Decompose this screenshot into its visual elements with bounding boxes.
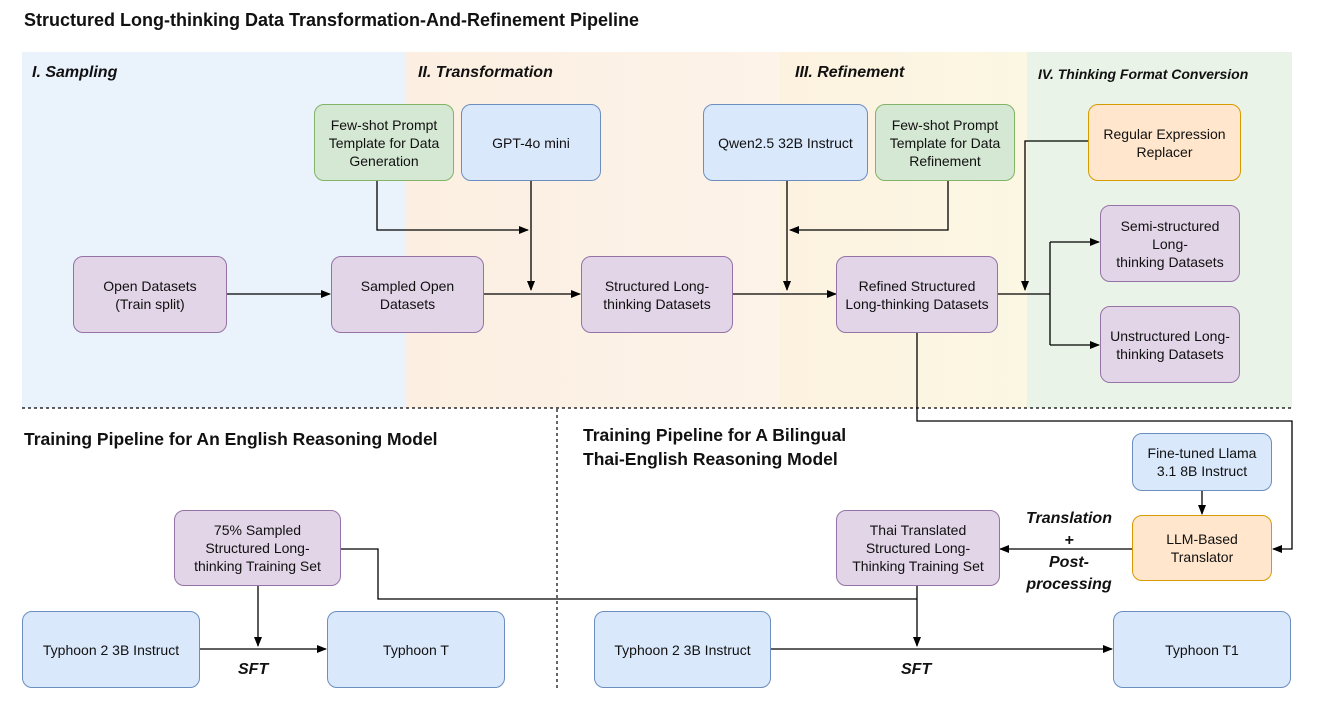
open-datasets-node: Open Datasets (Train split) [73, 256, 227, 333]
typhoon-t-node: Typhoon T [327, 611, 505, 688]
typhoon-t1-node: Typhoon T1 [1113, 611, 1291, 688]
stage-label-sampling: I. Sampling [32, 64, 118, 81]
qwen-instruct-node: Qwen2.5 32B Instruct [703, 104, 868, 181]
refined-structured-node: Refined Structured Long-thinking Dataset… [836, 256, 998, 333]
thai-translated-training-set-node: Thai Translated Structured Long- Thinkin… [836, 510, 1000, 586]
sampled-75-training-set-node: 75% Sampled Structured Long- thinking Tr… [174, 510, 341, 586]
regex-replacer-node: Regular Expression Replacer [1088, 104, 1241, 181]
structured-long-thinking-node: Structured Long- thinking Datasets [581, 256, 733, 333]
stage-label-transformation: II. Transformation [418, 64, 553, 81]
page-title: Structured Long-thinking Data Transforma… [24, 10, 640, 30]
prompt-template-refinement-node: Few-shot Prompt Template for Data Refine… [875, 104, 1015, 181]
sampled-open-datasets-node: Sampled Open Datasets [331, 256, 484, 333]
translation-label: Translation + Post- processing [1026, 510, 1112, 593]
finetuned-llama-node: Fine-tuned Llama 3.1 8B Instruct [1132, 433, 1272, 491]
gpt4o-mini-node: GPT-4o mini [461, 104, 601, 181]
typhoon2-3b-left-node: Typhoon 2 3B Instruct [22, 611, 200, 688]
section-title-bilingual: Training Pipeline for A Bilingual Thai-E… [583, 425, 847, 469]
stage-label-refinement: III. Refinement [795, 64, 905, 81]
typhoon2-3b-right-node: Typhoon 2 3B Instruct [594, 611, 771, 688]
stage-label-conversion: IV. Thinking Format Conversion [1038, 66, 1249, 82]
sft-label-left: SFT [238, 661, 269, 678]
semi-structured-node: Semi-structured Long- thinking Datasets [1100, 205, 1240, 282]
prompt-template-generation-node: Few-shot Prompt Template for Data Genera… [314, 104, 454, 181]
section-title-english: Training Pipeline for An English Reasoni… [24, 429, 438, 449]
sft-label-right: SFT [901, 661, 932, 678]
unstructured-node: Unstructured Long- thinking Datasets [1100, 306, 1240, 383]
llm-translator-node: LLM-Based Translator [1132, 515, 1272, 581]
